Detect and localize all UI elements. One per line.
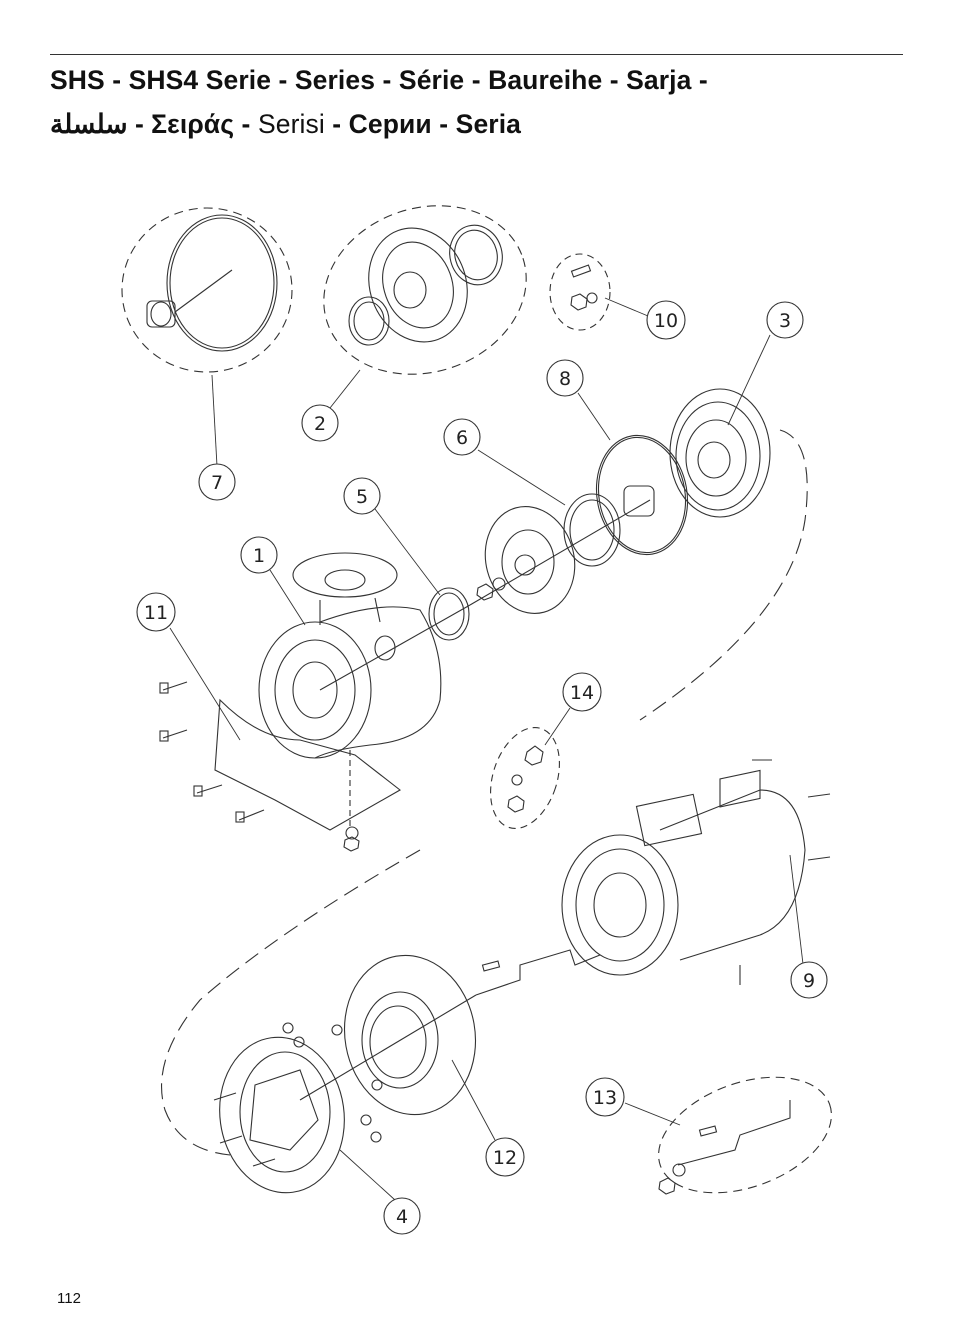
dash-curve-right (639, 429, 808, 721)
o-ring-large (166, 214, 278, 352)
callout-14: 14 (562, 672, 602, 712)
wear-ring-impeller (563, 493, 621, 567)
callout-7: 7 (198, 463, 236, 501)
callout-8: 8 (546, 359, 584, 397)
callout-label: 11 (144, 602, 168, 624)
motor-support (219, 1036, 345, 1194)
callout-label: 5 (356, 486, 368, 508)
diffuser (368, 227, 468, 343)
group-2-outline (323, 205, 527, 375)
impeller-nut (476, 583, 494, 601)
motor-body (659, 789, 806, 961)
title-line-2: سلسلة - Σειράς - Serisi - Серии - Seria (50, 102, 910, 146)
callout-4: 4 (383, 1197, 421, 1235)
title-separator: - (127, 109, 152, 139)
shaft-variant (677, 1100, 791, 1166)
mounting-bracket (214, 698, 401, 831)
title-line-1: SHS - SHS4 Serie - Series - Série - Baur… (50, 65, 708, 95)
callout-label: 9 (803, 970, 815, 992)
header-rule (50, 54, 903, 55)
wear-ring (449, 224, 503, 286)
retaining-ring (428, 587, 470, 641)
bracket-bolts (159, 681, 265, 823)
callout-label: 8 (559, 368, 571, 390)
impeller (484, 506, 576, 614)
key-small (570, 264, 592, 278)
motor-shaft (475, 949, 601, 996)
pump-body-suction-flange (258, 621, 372, 759)
title-arabic: سلسلة (50, 109, 128, 139)
support-bolts (213, 1092, 276, 1167)
cable-clip (719, 769, 761, 808)
pump-body-discharge-flange (292, 552, 398, 598)
group-10-outline (549, 253, 611, 331)
callout-label: 13 (593, 1087, 617, 1109)
drain-plug (524, 745, 544, 766)
callout-label: 14 (570, 682, 594, 704)
callout-label: 12 (493, 1147, 517, 1169)
callout-label: 6 (456, 427, 468, 449)
callout-label: 3 (779, 310, 791, 332)
callout-12: 12 (485, 1137, 525, 1177)
split-ring (348, 296, 390, 346)
callout-label: 7 (211, 472, 223, 494)
page-title: SHS - SHS4 Serie - Series - Série - Baur… (50, 58, 910, 146)
group-7-outline (121, 207, 293, 373)
callout-3: 3 (766, 301, 804, 339)
terminal-box (635, 793, 703, 847)
title-rest: - Серии - Seria (324, 109, 521, 139)
callout-label: 1 (253, 545, 265, 567)
group-13-outline (658, 1076, 832, 1194)
title-greek: Σειράς (151, 109, 235, 139)
adapter-flange (343, 954, 477, 1116)
nut-small (570, 293, 588, 311)
callout-label: 2 (314, 413, 326, 435)
callout-10: 10 (646, 300, 686, 340)
page-number: 112 (57, 1290, 81, 1307)
pump-body (314, 606, 442, 759)
support-nuts (282, 1022, 383, 1143)
group-14-outline (490, 727, 560, 829)
leader-lines (169, 297, 804, 1201)
callout-13: 13 (585, 1077, 625, 1117)
callout-11: 11 (136, 592, 176, 632)
callout-label: 4 (396, 1206, 408, 1228)
callout-label: 10 (654, 310, 678, 332)
o-ring-cover (595, 434, 689, 556)
callout-5: 5 (343, 477, 381, 515)
motor-bolts (752, 759, 831, 861)
callout-1: 1 (240, 536, 278, 574)
washer-small (586, 292, 598, 304)
title-separator: - (234, 109, 258, 139)
title-turkish: Serisi (257, 109, 325, 139)
mechanical-seal (146, 300, 176, 328)
casing-cover (669, 388, 771, 518)
shaft-seal (623, 485, 655, 517)
motor-flange (561, 834, 679, 976)
callout-6: 6 (443, 418, 481, 456)
dash-curve-left (161, 849, 421, 1156)
callout-9: 9 (790, 961, 828, 999)
callout-2: 2 (301, 404, 339, 442)
